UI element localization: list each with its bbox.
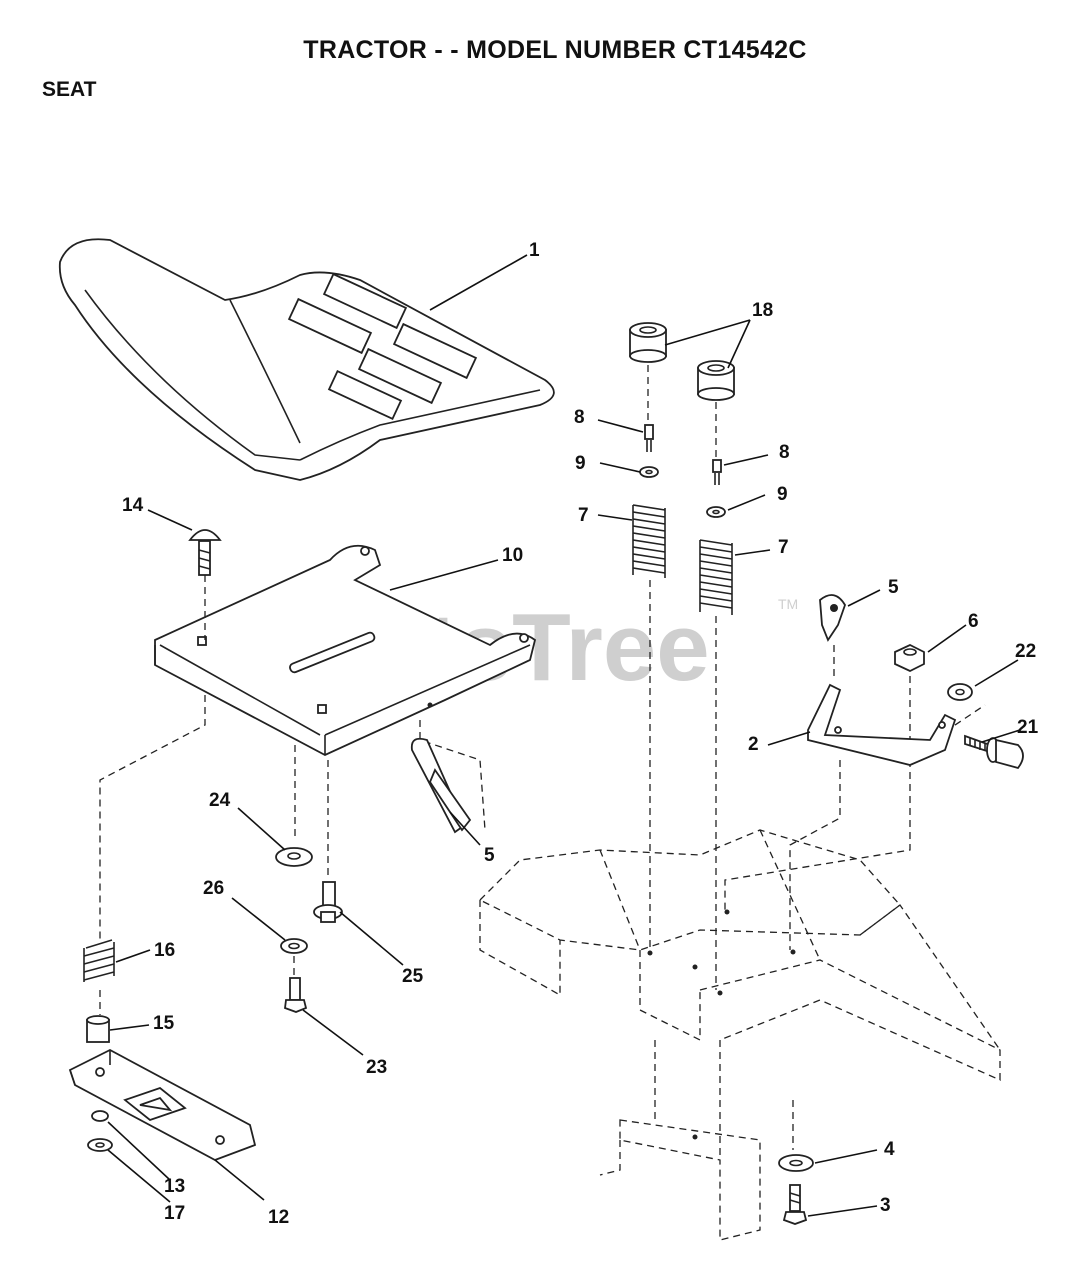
- stud-8-right[interactable]: [712, 459, 722, 485]
- adjuster-knob[interactable]: [964, 734, 1024, 770]
- callout-3: 3: [880, 1195, 891, 1216]
- callout-7-left: 7: [578, 505, 589, 526]
- stud-8-left[interactable]: [644, 424, 654, 452]
- bushing-18-right[interactable]: [697, 360, 735, 401]
- watermark-tm: TM: [778, 596, 798, 612]
- shoulder-bolt[interactable]: [313, 881, 343, 923]
- pivot-plate[interactable]: [68, 1048, 257, 1161]
- washer-24[interactable]: [275, 847, 313, 867]
- callout-8-left: 8: [574, 407, 585, 428]
- callout-25: 25: [402, 966, 424, 987]
- leader-lines: [107, 254, 1021, 1217]
- spacer-15[interactable]: [86, 1015, 110, 1043]
- nut-17[interactable]: [87, 1138, 113, 1152]
- callout-8-right: 8: [779, 442, 790, 463]
- seat-pan[interactable]: [154, 544, 537, 757]
- callout-24: 24: [209, 790, 231, 811]
- nut-6[interactable]: [894, 644, 925, 672]
- carriage-bolt[interactable]: [188, 529, 222, 640]
- washer-9-left[interactable]: [639, 466, 659, 478]
- callout-6: 6: [968, 611, 979, 632]
- callout-1: 1: [529, 240, 540, 261]
- callout-14: 14: [122, 495, 144, 516]
- callout-9-left: 9: [575, 453, 586, 474]
- callout-5-right: 5: [888, 577, 899, 598]
- seat-clip-left[interactable]: [410, 737, 472, 834]
- callout-numbers: 1 18 8 9 7 8 9 7 5 6 22 21 2 14 10 24 5 …: [122, 240, 1039, 1228]
- callout-15: 15: [153, 1013, 175, 1034]
- spring-7-left[interactable]: [632, 504, 666, 578]
- callout-23: 23: [366, 1057, 387, 1078]
- nut-13[interactable]: [91, 1110, 109, 1122]
- page-title: TRACTOR - - MODEL NUMBER CT14542C: [303, 36, 807, 64]
- seat-bracket[interactable]: [807, 683, 957, 766]
- callout-26: 26: [203, 878, 224, 899]
- callout-9-right: 9: [777, 484, 788, 505]
- callout-2: 2: [748, 734, 759, 755]
- seat-clip-right[interactable]: [819, 594, 846, 642]
- washer-9-right[interactable]: [706, 506, 726, 518]
- callout-22: 22: [1015, 641, 1036, 662]
- section-label: SEAT: [42, 78, 97, 101]
- callout-4: 4: [884, 1139, 895, 1160]
- callout-12: 12: [268, 1207, 289, 1228]
- tractor-frame: [478, 829, 1001, 1241]
- callout-16: 16: [154, 940, 175, 961]
- callout-5-left: 5: [484, 845, 495, 866]
- callout-7-right: 7: [778, 537, 789, 558]
- lock-washer[interactable]: [280, 938, 308, 954]
- hex-bolt-3[interactable]: [782, 1184, 808, 1225]
- seat[interactable]: [58, 238, 555, 481]
- spring-16[interactable]: [83, 939, 115, 982]
- washer-4[interactable]: [778, 1154, 814, 1172]
- spring-7-right[interactable]: [699, 539, 733, 615]
- callout-10: 10: [502, 545, 523, 566]
- callout-21: 21: [1017, 717, 1039, 738]
- callout-17: 17: [164, 1203, 185, 1224]
- callout-18: 18: [752, 300, 773, 321]
- hex-bolt-23[interactable]: [284, 977, 308, 1013]
- callout-13: 13: [164, 1176, 185, 1197]
- bushing-18-left[interactable]: [629, 322, 667, 363]
- washer-22[interactable]: [947, 683, 973, 701]
